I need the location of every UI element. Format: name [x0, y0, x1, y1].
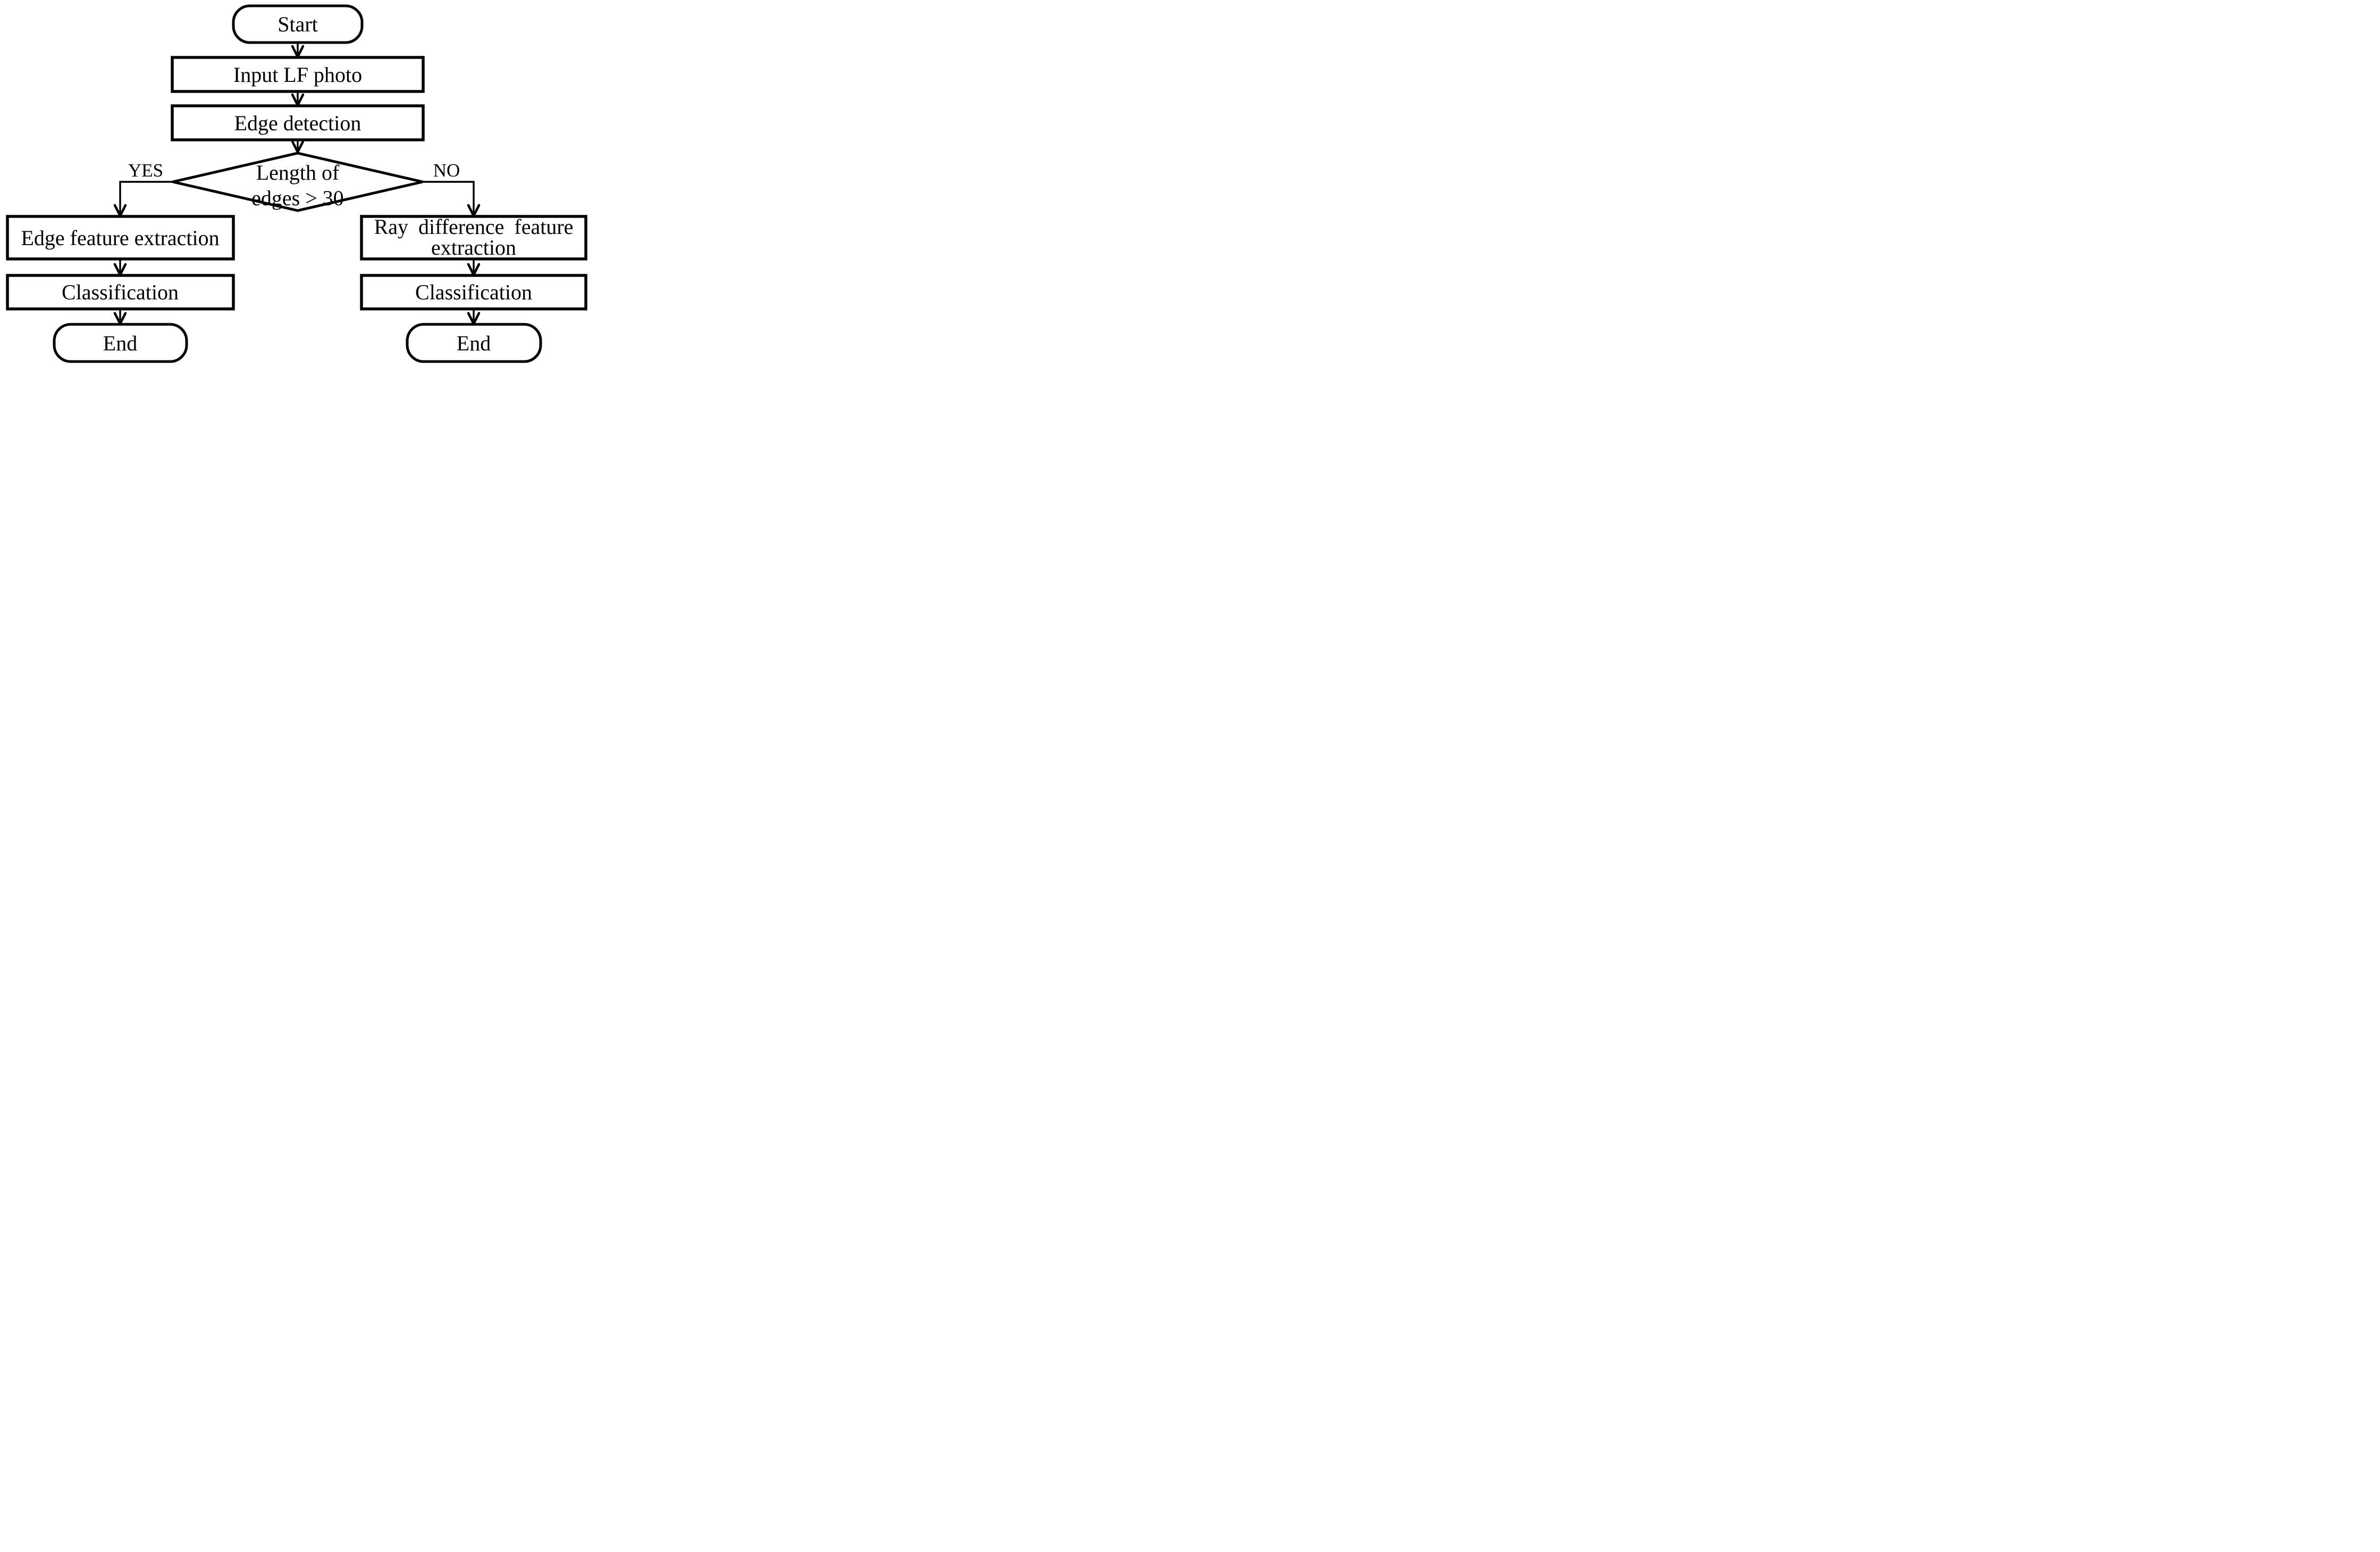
classification-yes-label: Classification: [62, 280, 179, 304]
node-classification-yes: Classification: [6, 274, 235, 311]
ray-difference-feature-extraction-shape: [360, 215, 587, 261]
ray-difference-feature-extraction-label-line2: extraction: [431, 236, 516, 259]
classification-no-label: Classification: [415, 280, 532, 304]
edge-detection-shape: [171, 104, 425, 141]
arrow-edge-detection-to-decision: [291, 140, 305, 154]
edge-decision-yes: YES: [113, 160, 173, 217]
node-edge-detection: Edge detection: [171, 104, 425, 141]
node-end-no: End: [406, 323, 542, 363]
node-input-lf-photo: Input LF photo: [171, 56, 425, 93]
length-decision-label-line2: edges > 30: [251, 186, 344, 210]
edge-feature-extraction-shape: [6, 215, 235, 261]
flowchart-canvas: Start Input LF photo Edge detection: [6, 4, 587, 363]
arrow-classification-to-end-left: [113, 309, 127, 325]
arrow-edge-feature-to-classification: [113, 259, 127, 276]
edge-decision-no: NO: [423, 160, 481, 217]
end-yes-shape: [53, 323, 188, 363]
yes-branch-label: YES: [128, 160, 163, 181]
node-classification-no: Classification: [360, 274, 587, 311]
length-decision-label-line1: Length of: [256, 161, 340, 184]
node-edge-feature-extraction: Edge feature extraction: [6, 215, 235, 261]
no-connector-line: [423, 181, 475, 214]
node-ray-difference-feature-extraction: Ray difference feature extraction: [360, 215, 587, 261]
classification-yes-shape: [6, 274, 235, 311]
ray-difference-feature-extraction-label-line1: Ray difference feature: [374, 215, 574, 239]
yes-connector-line: [119, 181, 173, 214]
start-label: Start: [277, 12, 318, 36]
end-yes-label: End: [103, 331, 137, 355]
arrow-classification-to-end-right: [467, 309, 481, 325]
edge-detection-label: Edge detection: [234, 111, 361, 135]
no-branch-label: NO: [433, 160, 460, 181]
node-length-decision: Length of edges > 30: [172, 152, 423, 212]
node-end-yes: End: [53, 323, 188, 363]
flowchart-page: Start Input LF photo Edge detection: [0, 0, 595, 388]
input-lf-photo-label: Input LF photo: [233, 63, 362, 87]
arrow-start-to-input: [291, 43, 305, 58]
arrow-input-to-edge-detection: [291, 91, 305, 107]
arrow-ray-difference-to-classification: [467, 259, 481, 276]
end-no-label: End: [457, 331, 491, 355]
edge-feature-extraction-label: Edge feature extraction: [21, 226, 219, 250]
length-decision-shape: [172, 152, 423, 212]
node-start: Start: [232, 4, 364, 44]
end-no-shape: [406, 323, 542, 363]
input-lf-photo-shape: [171, 56, 425, 93]
